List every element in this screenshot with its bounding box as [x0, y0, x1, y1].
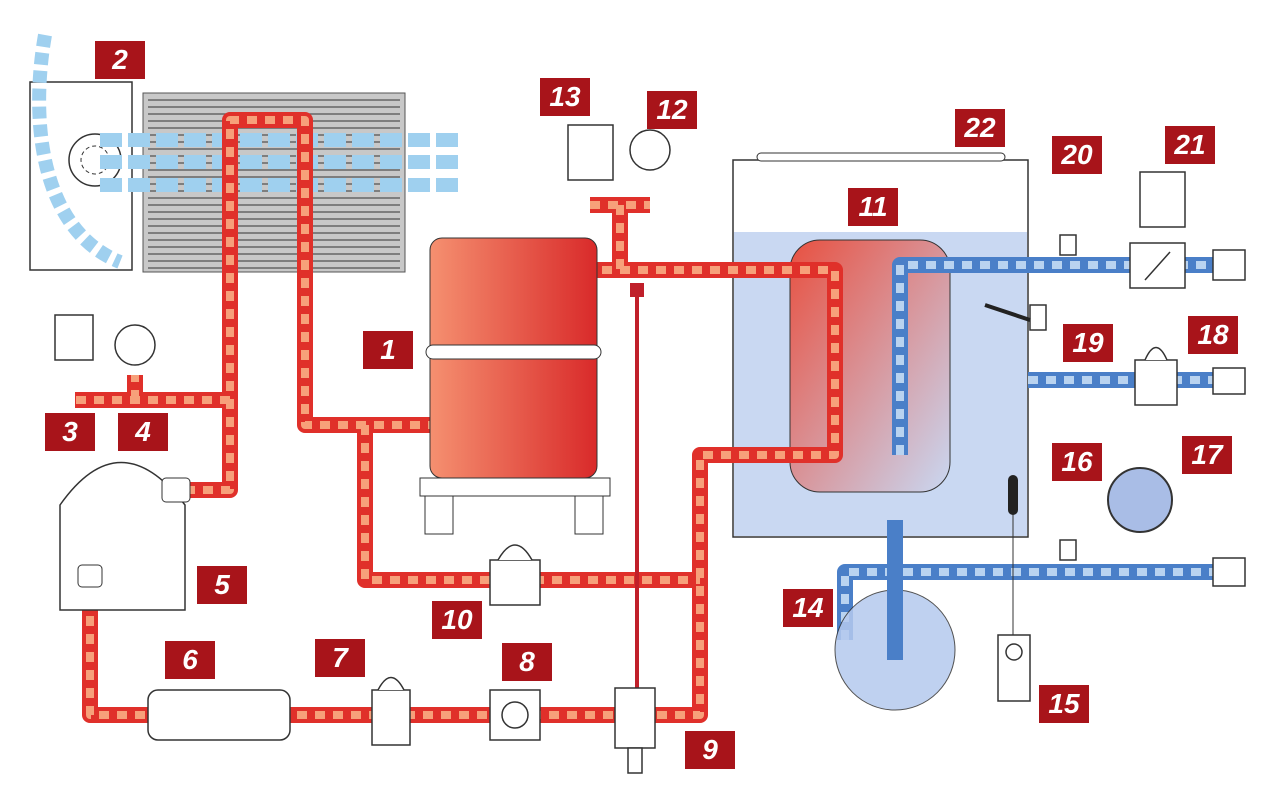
component-label-15: 15	[1039, 685, 1089, 723]
component-label-20: 20	[1052, 136, 1102, 174]
component-label-9: 9	[685, 731, 735, 769]
component-label-18: 18	[1188, 316, 1238, 354]
component-label-3: 3	[45, 413, 95, 451]
air-flow	[100, 133, 460, 192]
component-label-1: 1	[363, 331, 413, 369]
component-label-6: 6	[165, 641, 215, 679]
component-label-14: 14	[783, 589, 833, 627]
component-label-10: 10	[432, 601, 482, 639]
pump	[834, 520, 956, 711]
component-label-21: 21	[1165, 126, 1215, 164]
component-label-11: 11	[848, 188, 898, 226]
component-label-19: 19	[1063, 324, 1113, 362]
component-label-12: 12	[647, 91, 697, 129]
receiver-tank	[419, 237, 611, 535]
components	[54, 124, 1246, 774]
component-label-5: 5	[197, 566, 247, 604]
refrigerant-pipes-hot	[75, 112, 843, 723]
fan-housing	[29, 33, 133, 271]
component-label-4: 4	[118, 413, 168, 451]
component-label-2: 2	[95, 41, 145, 79]
component-label-22: 22	[955, 109, 1005, 147]
component-label-16: 16	[1052, 443, 1102, 481]
component-label-7: 7	[315, 639, 365, 677]
water-gauge	[1107, 467, 1173, 533]
component-label-13: 13	[540, 78, 590, 116]
component-label-8: 8	[502, 643, 552, 681]
component-label-17: 17	[1182, 436, 1232, 474]
dryer-filter	[147, 689, 291, 741]
